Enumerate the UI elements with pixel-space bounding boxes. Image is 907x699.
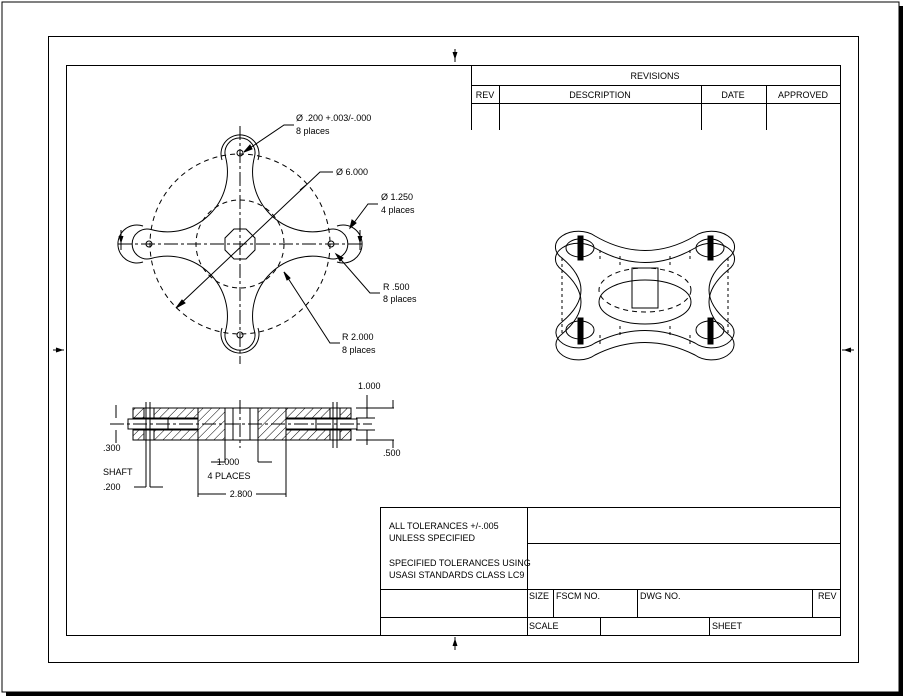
- center-octagon: [224, 228, 256, 260]
- leader-lines: [175, 124, 380, 344]
- revisions-table: REVISIONS REV DESCRIPTION DATE APPROVED: [471, 65, 841, 130]
- dwg-number-label: DWG NO.: [640, 591, 681, 601]
- pitch-diameter-callout: Ø 6.000: [336, 167, 368, 177]
- size-label: SIZE: [529, 591, 549, 601]
- slot-height-dimension: .500: [383, 448, 401, 458]
- slot-span-dimension: 2.800: [230, 489, 253, 499]
- lobe-radius-callout: R .500: [383, 282, 410, 292]
- lobe-diameter-callout: Ø 1.250: [381, 192, 413, 202]
- tolerance-note: USASI STANDARDS CLASS LC9: [389, 570, 524, 580]
- tolerance-note: ALL TOLERANCES +/-.005: [389, 521, 499, 531]
- arm-radius-callout: R 2.000: [342, 332, 374, 342]
- description-column-header: DESCRIPTION: [569, 90, 631, 100]
- shaft-diameter-dimension: .200: [103, 482, 121, 492]
- sheet-label: SHEET: [712, 621, 743, 631]
- revisions-title: REVISIONS: [630, 71, 679, 81]
- shaft-label: SHAFT: [103, 467, 133, 477]
- rev-label: REV: [818, 591, 837, 601]
- isometric-view: [554, 230, 736, 361]
- section-dimension-lines: [115, 395, 394, 497]
- bore-places: 4 PLACES: [207, 471, 250, 481]
- tolerance-note: SPECIFIED TOLERANCES USING: [389, 558, 531, 568]
- date-column-header: DATE: [721, 90, 744, 100]
- title-block: ALL TOLERANCES +/-.005 UNLESS SPECIFIED …: [380, 507, 841, 636]
- lobe-radius-places: 8 places: [383, 294, 417, 304]
- thickness-dimension: 1.000: [358, 381, 381, 391]
- approved-column-header: APPROVED: [778, 90, 829, 100]
- scale-label: SCALE: [529, 621, 559, 631]
- bore-dimension: 1.000: [217, 457, 240, 467]
- sheet-border: [48, 36, 859, 663]
- lobe-diameter-places: 4 places: [381, 205, 415, 215]
- section-view: 1.000 .500 .300 SHAFT .200 1.000 4 PLACE…: [103, 381, 401, 499]
- tolerance-note: UNLESS SPECIFIED: [389, 533, 476, 543]
- centering-marks: [53, 49, 854, 650]
- view-arrows: [118, 230, 363, 250]
- top-view: Ø .200 +.003/-.000 8 places Ø 6.000 Ø 1.…: [117, 113, 417, 364]
- part-outline: [131, 137, 349, 351]
- hole-callout: Ø .200 +.003/-.000: [296, 113, 371, 123]
- hole-callout-places: 8 places: [296, 126, 330, 136]
- slot-width-dimension: .300: [103, 443, 121, 453]
- fscm-label: FSCM NO.: [556, 591, 600, 601]
- rev-column-header: REV: [476, 90, 495, 100]
- arm-radius-places: 8 places: [342, 345, 376, 355]
